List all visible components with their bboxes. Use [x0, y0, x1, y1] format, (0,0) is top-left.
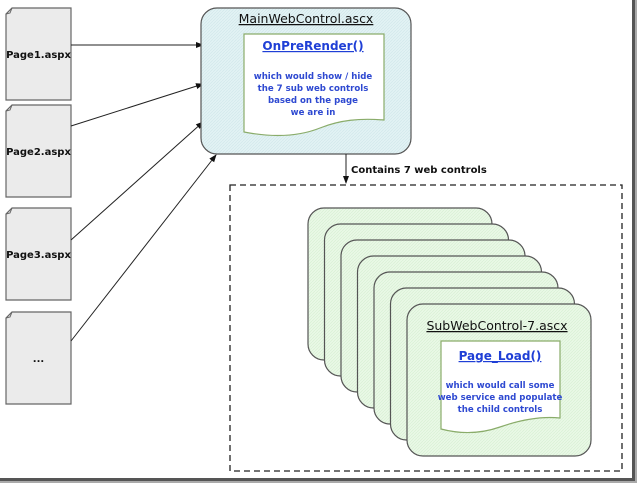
- page-document-shape: [5, 7, 72, 101]
- page-label: Page3.aspx: [6, 250, 71, 261]
- sub-control-note: [440, 340, 561, 434]
- connector-label: Contains 7 web controls: [351, 165, 487, 176]
- main-control-desc-1: the 7 sub web controls: [258, 84, 369, 94]
- page-document-4[interactable]: ...: [5, 311, 72, 405]
- page-fold-icon: [5, 7, 13, 15]
- sub-control-desc-1: web service and populate: [438, 393, 563, 403]
- sub-control-desc-0: which would call some: [446, 381, 555, 391]
- page-document-shape: [5, 311, 72, 405]
- main-web-control[interactable]: MainWebControl.ascx OnPreRender() which …: [200, 7, 412, 155]
- sub-controls-container: [229, 184, 623, 472]
- page-arrows: [70, 42, 217, 342]
- page-document-shape: [5, 104, 72, 198]
- arrow-page-more: [70, 154, 217, 342]
- sub-control-title: SubWebControl-7.ascx: [426, 318, 567, 333]
- sub-control-method[interactable]: Page_Load(): [459, 349, 542, 364]
- page-fold-icon: [5, 104, 13, 112]
- sub-control-desc-2: the child controls: [458, 405, 543, 415]
- contains-connector: Contains 7 web controls: [343, 154, 487, 184]
- page-document-2[interactable]: Page2.aspx: [5, 104, 72, 198]
- main-control-desc-2: based on the page: [268, 96, 358, 106]
- arrow-page3: [70, 121, 204, 241]
- main-control-method[interactable]: OnPreRender(): [262, 39, 363, 53]
- page-label: Page2.aspx: [6, 147, 71, 158]
- arrow-page2: [70, 83, 204, 127]
- main-control-note: [243, 33, 385, 137]
- page-label: Page1.aspx: [6, 50, 71, 61]
- page-fold-icon: [5, 311, 13, 319]
- page-document-3[interactable]: Page3.aspx: [5, 207, 72, 301]
- page-documents: Page1.aspxPage2.aspxPage3.aspx...: [5, 7, 72, 405]
- page-fold-icon: [5, 207, 13, 215]
- main-control-title: MainWebControl.ascx: [239, 11, 374, 26]
- sub-web-control-7[interactable]: SubWebControl-7.ascx Page_Load() which w…: [426, 318, 568, 434]
- page-document-1[interactable]: Page1.aspx: [5, 7, 72, 101]
- main-control-desc-3: we are in: [291, 108, 336, 118]
- page-document-shape: [5, 207, 72, 301]
- main-control-desc-0: which would show / hide: [254, 72, 373, 82]
- page-label: ...: [33, 354, 44, 365]
